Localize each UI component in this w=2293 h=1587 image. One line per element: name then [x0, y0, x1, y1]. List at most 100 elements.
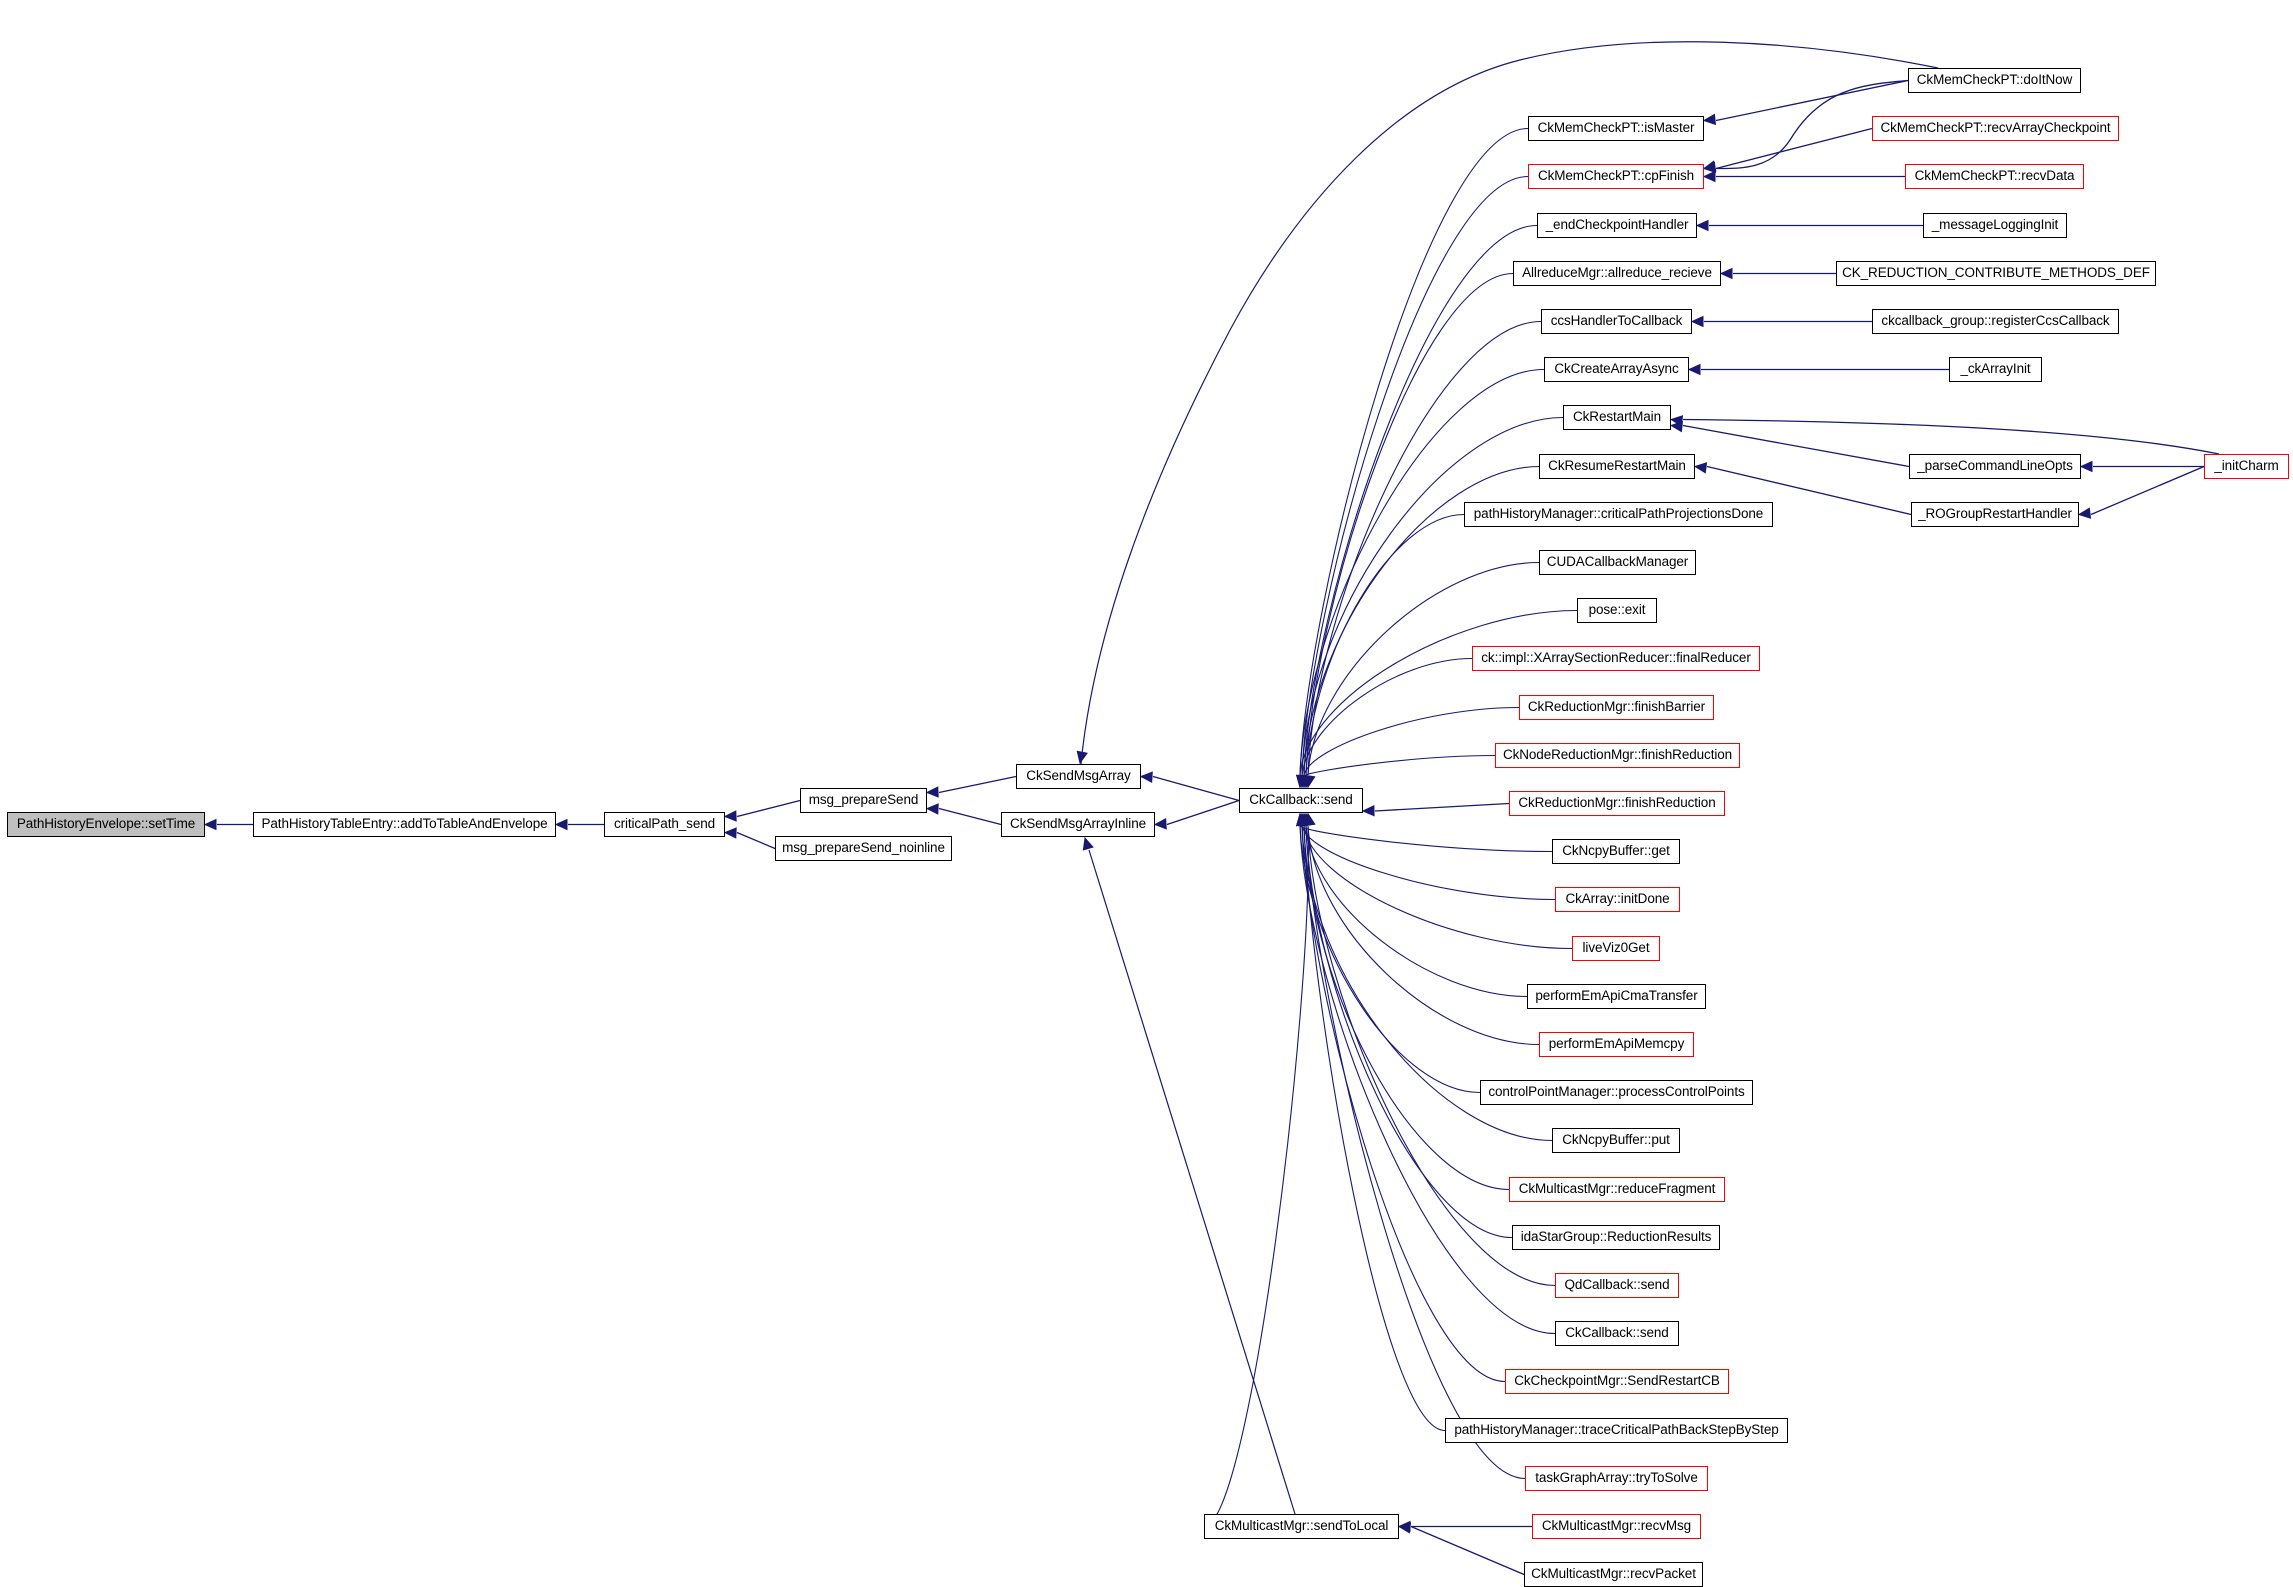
edge-tryToSolve-to-ckCallbackSend: [1305, 825, 1526, 1480]
edge-recvArrayCheckpoint-to-cpFinish-arrowhead: [1702, 161, 1717, 174]
edge-qdCallbackSend-to-ckCallbackSend: [1307, 825, 1556, 1287]
edge-sendToLocal-to-ckSendMsgArrayInline: [1088, 849, 1296, 1515]
edge-msgPrepareSendNoinline-to-criticalPathSend: [736, 831, 776, 850]
node-ncpy-get[interactable]: CkNcpyBuffer::get: [1552, 839, 1680, 864]
edge-messageLoggingInit-to-endCheckpointHandler-arrowhead: [1695, 219, 1709, 232]
node-ck-restart-main[interactable]: CkRestartMain: [1563, 405, 1671, 430]
edge-emApiCmaTransfer-to-ckCallbackSend: [1305, 825, 1528, 998]
edge-ckCallbackSend-to-ckSendMsgArrayInline: [1166, 799, 1240, 826]
node-msg-prepare-send-noinline[interactable]: msg_prepareSend_noinline: [775, 836, 952, 861]
edge-endCheckpointHandler-to-ckCallbackSend: [1303, 224, 1538, 776]
edge-ckCallbackSend-to-ckSendMsgArray-arrowhead: [1139, 771, 1153, 783]
edge-sendToLocal-to-ckSendMsgArrayInline-arrowhead: [1082, 836, 1094, 851]
edge-poseExit-to-ckCallbackSend: [1299, 609, 1578, 776]
node-set-time: PathHistoryEnvelope::setTime: [7, 812, 205, 837]
edge-roGroupRestartHandler-to-ckResumeRestartMain: [1706, 465, 1912, 516]
node-ck-create-array-async[interactable]: CkCreateArrayAsync: [1544, 357, 1689, 382]
node-pose-exit[interactable]: pose::exit: [1577, 598, 1657, 623]
node-final-reducer[interactable]: ck::impl::XArraySectionReducer::finalRed…: [1472, 646, 1760, 671]
node-send-to-local[interactable]: CkMulticastMgr::sendToLocal: [1204, 1514, 1399, 1539]
edge-ckReductionDef-to-allreduceRecieve-arrowhead: [1719, 267, 1733, 280]
edge-finishBarrier-to-ckCallbackSend: [1303, 706, 1520, 776]
edge-registerCcsCallback-to-ccsHandlerToCallback-arrowhead: [1690, 315, 1704, 328]
node-message-logging-init[interactable]: _messageLoggingInit: [1923, 213, 2067, 238]
edge-ncpyGet-to-ckCallbackSend: [1299, 825, 1553, 853]
edge-mcRecvPacket-to-sendToLocal: [1410, 1525, 1525, 1576]
node-msg-prepare-send[interactable]: msg_prepareSend: [800, 788, 927, 813]
node-critical-path-projections-done[interactable]: pathHistoryManager::criticalPathProjecti…: [1464, 502, 1773, 527]
edge-reductionResults-to-ckCallbackSend: [1305, 825, 1513, 1239]
node-reduction-results[interactable]: idaStarGroup::ReductionResults: [1512, 1225, 1720, 1250]
node-node-finish-reduction[interactable]: CkNodeReductionMgr::finishReduction: [1495, 743, 1740, 768]
edge-liveViz0Get-to-ckCallbackSend: [1303, 825, 1573, 950]
node-ck-array-init[interactable]: _ckArrayInit: [1949, 357, 2042, 382]
node-em-api-memcpy[interactable]: performEmApiMemcpy: [1539, 1032, 1694, 1057]
node-send-restart-cb[interactable]: CkCheckpointMgr::SendRestartCB: [1505, 1369, 1729, 1394]
node-process-control-points[interactable]: controlPointManager::processControlPoint…: [1480, 1080, 1753, 1105]
edge-parseCommandLineOpts-to-ckRestartMain: [1682, 424, 1910, 468]
edge-ckSendMsgArray-to-msgPrepareSend-arrowhead: [925, 786, 939, 798]
node-qd-callback-send[interactable]: QdCallback::send: [1555, 1273, 1679, 1298]
node-ccs-handler-to-callback[interactable]: ccsHandlerToCallback: [1541, 309, 1692, 334]
edge-recvData-to-cpFinish-arrowhead: [1702, 170, 1716, 183]
node-recv-array-checkpoint[interactable]: CkMemCheckPT::recvArrayCheckpoint: [1872, 116, 2119, 141]
edge-sendToLocal-to-ckCallbackSend: [1203, 825, 1309, 1528]
node-ck-callback-send[interactable]: CkCallback::send: [1239, 788, 1363, 813]
node-ck-resume-restart-main[interactable]: CkResumeRestartMain: [1539, 454, 1695, 479]
node-register-ccs-callback[interactable]: ckcallback_group::registerCcsCallback: [1872, 309, 2119, 334]
edge-doItNow-to-ckSendMsgArray: [1079, 41, 1939, 776]
node-recv-data[interactable]: CkMemCheckPT::recvData: [1905, 164, 2084, 189]
edge-reduceFragment-to-ckCallbackSend: [1303, 825, 1510, 1191]
node-allreduce-recieve[interactable]: AllreduceMgr::allreduce_recieve: [1513, 261, 1721, 286]
edge-ckSendMsgArray-to-msgPrepareSend: [938, 775, 1017, 794]
node-ro-group-restart-handler[interactable]: _ROGroupRestartHandler: [1911, 502, 2079, 527]
node-critical-path-send[interactable]: criticalPath_send: [604, 812, 725, 837]
edge-addToTable-to-setTime-arrowhead: [203, 818, 217, 831]
edge-roGroupRestartHandler-to-ckResumeRestartMain-arrowhead: [1693, 462, 1708, 474]
node-live-viz0-get[interactable]: liveViz0Get: [1572, 936, 1660, 961]
node-ck-callback-send-caller[interactable]: CkCallback::send: [1555, 1321, 1679, 1346]
node-ck-send-msg-array-inline[interactable]: CkSendMsgArrayInline: [1001, 812, 1155, 837]
node-try-to-solve[interactable]: taskGraphArray::tryToSolve: [1525, 1466, 1708, 1491]
node-end-checkpoint-handler[interactable]: _endCheckpointHandler: [1537, 213, 1697, 238]
edge-cudaCallbackManager-to-ckCallbackSend: [1307, 561, 1540, 776]
edge-doItNow-to-ckSendMsgArray-arrowhead: [1076, 750, 1088, 765]
edge-ckCallbackSend-to-ckSendMsgArrayInline-arrowhead: [1153, 818, 1167, 830]
node-finish-reduction[interactable]: CkReductionMgr::finishReduction: [1509, 791, 1725, 816]
node-is-master[interactable]: CkMemCheckPT::isMaster: [1528, 116, 1704, 141]
edge-recvArrayCheckpoint-to-cpFinish: [1715, 127, 1873, 170]
edge-allreduceRecieve-to-ckCallbackSend: [1305, 272, 1514, 776]
node-ncpy-put[interactable]: CkNcpyBuffer::put: [1552, 1128, 1680, 1153]
node-reduce-fragment[interactable]: CkMulticastMgr::reduceFragment: [1509, 1177, 1725, 1202]
node-multicast-recv-packet[interactable]: CkMulticastMgr::recvPacket: [1524, 1562, 1703, 1587]
node-multicast-recv-msg[interactable]: CkMulticastMgr::recvMsg: [1532, 1514, 1701, 1539]
edge-criticalPathSend-to-addToTable-arrowhead: [554, 818, 568, 831]
node-ck-send-msg-array[interactable]: CkSendMsgArray: [1016, 764, 1141, 789]
node-init-charm[interactable]: _initCharm: [2204, 454, 2289, 479]
node-finish-barrier[interactable]: CkReductionMgr::finishBarrier: [1519, 695, 1714, 720]
node-array-init-done[interactable]: CkArray::initDone: [1555, 887, 1680, 912]
edge-finishReduction-to-ckCallbackSend: [1374, 802, 1510, 812]
edge-sendToLocal-to-ckCallbackSend-arrowhead: [1303, 812, 1316, 827]
edge-msgPrepareSendNoinline-to-criticalPathSend-arrowhead: [723, 827, 737, 839]
node-ck-reduction-contribute-methods-def[interactable]: CK_REDUCTION_CONTRIBUTE_METHODS_DEF: [1836, 261, 2156, 286]
edge-mcRecvPacket-to-sendToLocal-arrowhead: [1397, 1522, 1412, 1534]
node-add-to-table-and-envelope[interactable]: PathHistoryTableEntry::addToTableAndEnve…: [253, 812, 556, 837]
node-trace-critical-path[interactable]: pathHistoryManager::traceCriticalPathBac…: [1445, 1418, 1788, 1443]
node-parse-command-line-opts[interactable]: _parseCommandLineOpts: [1909, 454, 2081, 479]
edge-initCharm-to-parseCommandLineOpts-arrowhead: [2079, 460, 2093, 473]
edge-doItNow-to-isMaster: [1715, 79, 1909, 122]
edge-isMaster-to-ckCallbackSend: [1299, 127, 1529, 776]
edge-arrayInitDone-to-ckCallbackSend: [1301, 825, 1556, 901]
edge-emApiMemcpy-to-ckCallbackSend: [1307, 825, 1540, 1046]
node-do-it-now[interactable]: CkMemCheckPT::doItNow: [1908, 68, 2081, 93]
node-cuda-callback-manager[interactable]: CUDACallbackManager: [1539, 550, 1696, 575]
node-cp-finish[interactable]: CkMemCheckPT::cpFinish: [1528, 164, 1704, 189]
edge-nodeFinishReduction-to-ckCallbackSend-arrowhead: [1301, 774, 1314, 789]
edge-ckCallbackSend-to-ckSendMsgArray: [1152, 775, 1240, 802]
node-em-api-cma-transfer[interactable]: performEmApiCmaTransfer: [1527, 984, 1706, 1009]
edge-traceCritPath-to-ckCallbackSend: [1303, 825, 1446, 1432]
edge-initCharm-to-roGroupRestartHandler: [2090, 465, 2205, 516]
